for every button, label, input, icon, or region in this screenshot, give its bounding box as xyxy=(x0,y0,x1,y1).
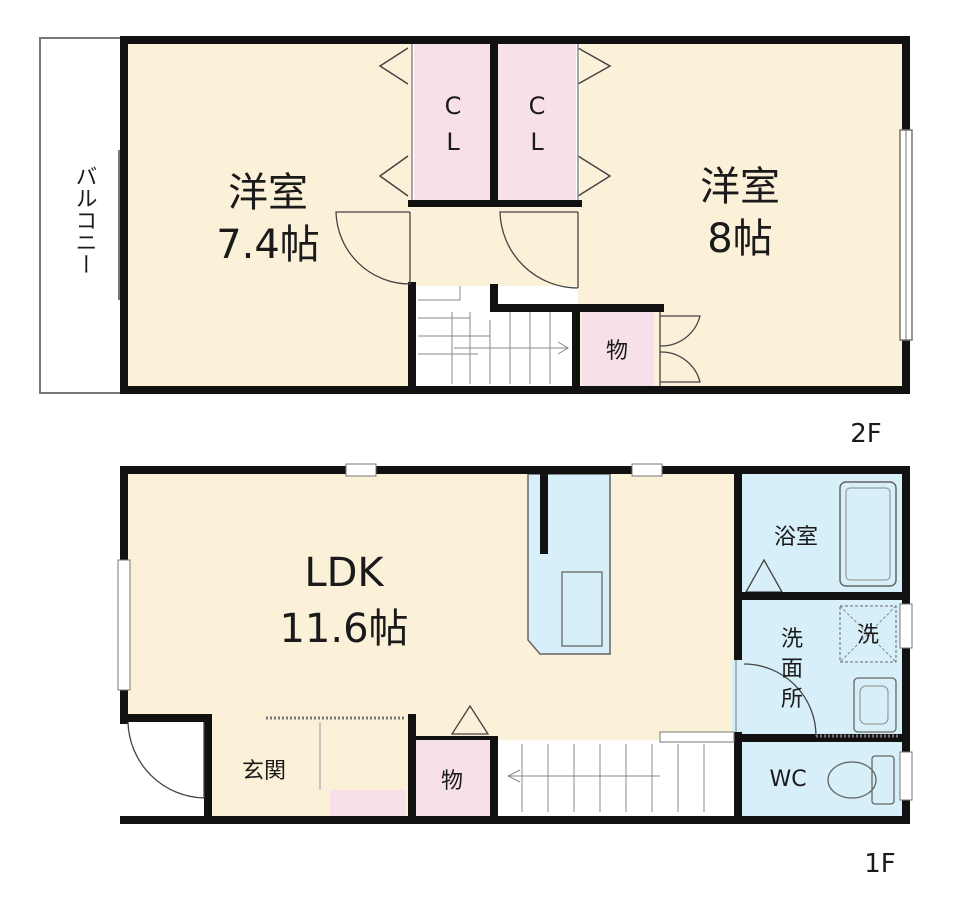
storage-door-zone xyxy=(658,312,702,386)
stairs-1f-lines xyxy=(506,744,705,812)
room-left-fill xyxy=(124,42,412,390)
toilet xyxy=(827,755,895,805)
washroom-label-2: 面 xyxy=(781,657,803,682)
ldk-fill xyxy=(126,474,738,720)
closet-left xyxy=(414,44,490,204)
entrance-label: 玄関 xyxy=(242,759,286,784)
washroom-label-3: 所 xyxy=(781,687,803,712)
washer-label: 洗 xyxy=(857,623,879,648)
bathtub xyxy=(839,481,897,587)
hall-1f-fill xyxy=(410,720,740,740)
floor-2f-label: 2F xyxy=(850,419,882,449)
door-swings-1f xyxy=(127,663,817,799)
window-1f-left xyxy=(117,559,131,691)
balcony-label: バルコニー xyxy=(72,165,97,275)
kitchen-wall xyxy=(540,474,548,554)
window-wc xyxy=(899,751,913,801)
washer-box xyxy=(839,605,897,663)
ldk-size: 11.6帖 xyxy=(279,606,408,652)
storage-1f xyxy=(416,738,490,816)
floor-2f: バルコニー 洋室 7.4帖 洋室 8帖 C L C L 物 2F xyxy=(39,36,913,449)
window-1f-a xyxy=(345,463,377,477)
entrance-closet xyxy=(330,790,406,816)
floor-1f: LDK 11.6帖 浴室 洗 面 所 洗 WC 玄関 物 1F xyxy=(117,463,913,879)
room-left-size: 7.4帖 xyxy=(216,222,320,268)
door-swings-2f xyxy=(335,211,701,386)
balcony xyxy=(39,37,125,394)
washroom-label-1: 洗 xyxy=(781,627,803,652)
room-left-name: 洋室 xyxy=(228,170,308,216)
sink xyxy=(561,571,603,647)
storage-2f xyxy=(582,312,654,386)
stairs-2f-lines xyxy=(418,286,569,384)
window-wash xyxy=(899,603,913,649)
entrance-outside xyxy=(128,720,208,816)
bath-fill xyxy=(742,474,904,596)
vanity-sink xyxy=(853,677,897,733)
room-right-name: 洋室 xyxy=(700,164,780,210)
closet-left-l: L xyxy=(446,128,460,156)
wash-door-gap xyxy=(732,660,744,732)
wc-label: WC xyxy=(769,767,806,792)
bath-label: 浴室 xyxy=(774,525,818,550)
closet-right-l: L xyxy=(530,128,544,156)
stairs-1f xyxy=(496,740,740,816)
closet-right-c: C xyxy=(529,92,546,120)
hall-gap xyxy=(659,731,735,743)
room-right-size: 8帖 xyxy=(707,216,772,262)
storage-1f-label: 物 xyxy=(441,769,463,794)
floor-1f-label: 1F xyxy=(864,849,896,879)
closet-right xyxy=(498,44,576,204)
wc-fill xyxy=(742,742,904,816)
closet-left-c: C xyxy=(445,92,462,120)
storage-2f-label: 物 xyxy=(606,339,628,364)
ldk-name: LDK xyxy=(304,550,385,596)
window-1f-b xyxy=(631,463,663,477)
closet-doors xyxy=(378,44,612,200)
